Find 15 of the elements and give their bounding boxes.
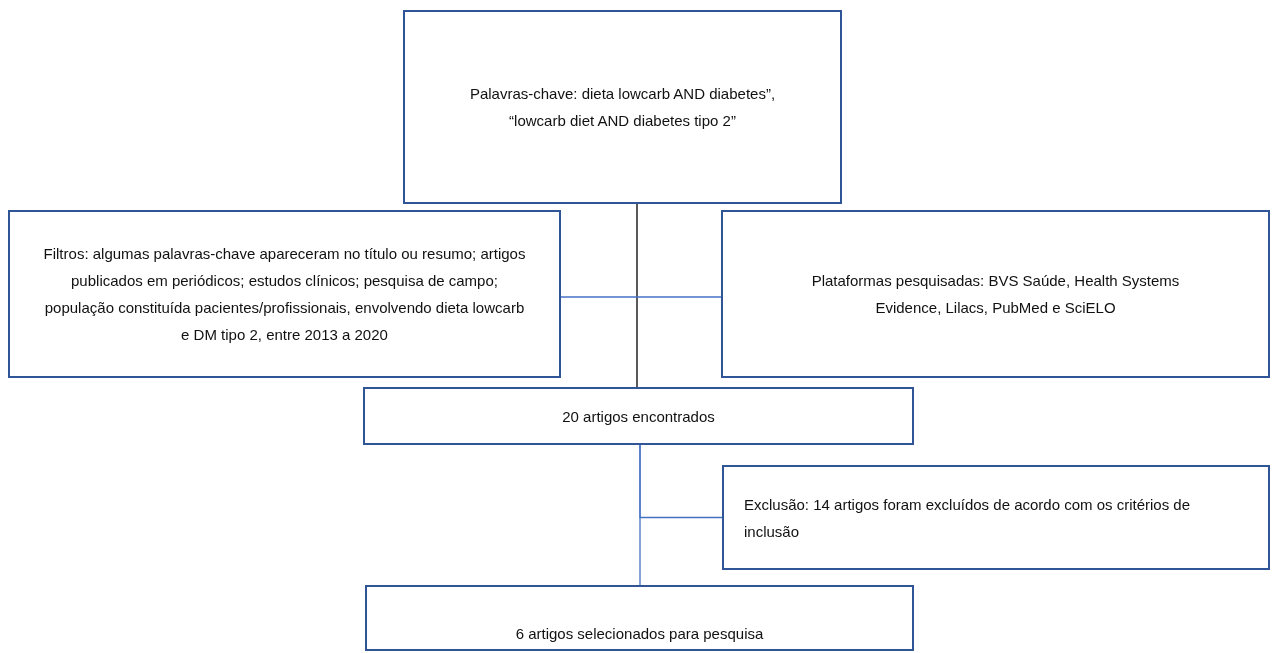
connector-line: [639, 444, 723, 519]
box-text: 6 artigos selecionados para pesquisa: [515, 624, 764, 644]
box-text: Plataformas pesquisadas: BVS Saúde, Health Systems Evidence, Lilacs, PubMed e SciELO: [810, 271, 1181, 318]
process-box: [8, 210, 561, 378]
connector-line: [636, 203, 638, 388]
process-box: [721, 210, 1270, 378]
box-text: Palavras-chave: dieta lowcarb AND diabetes”, “lowcarb diet AND diabetes tipo 2”: [468, 84, 777, 131]
box-text: 20 artigos encontrados: [562, 406, 715, 427]
box-text: Filtros: algumas palavras-chave apareceram no título ou resumo; artigos publicados em periódicos; estudos clínicos; pesquisa de campo; população constituída pacientes/profissionais, envolvendo dieta lowcarb e DM tipo 2, entre 2013 a 2020: [42, 244, 527, 345]
connector-line: [560, 296, 722, 298]
process-box: [365, 585, 914, 651]
process-box: [722, 465, 1270, 570]
process-box: [363, 387, 914, 445]
process-box: [403, 10, 842, 204]
box-text: Exclusão: 14 artigos foram excluídos de acordo com os critérios de inclusão: [744, 494, 1192, 542]
